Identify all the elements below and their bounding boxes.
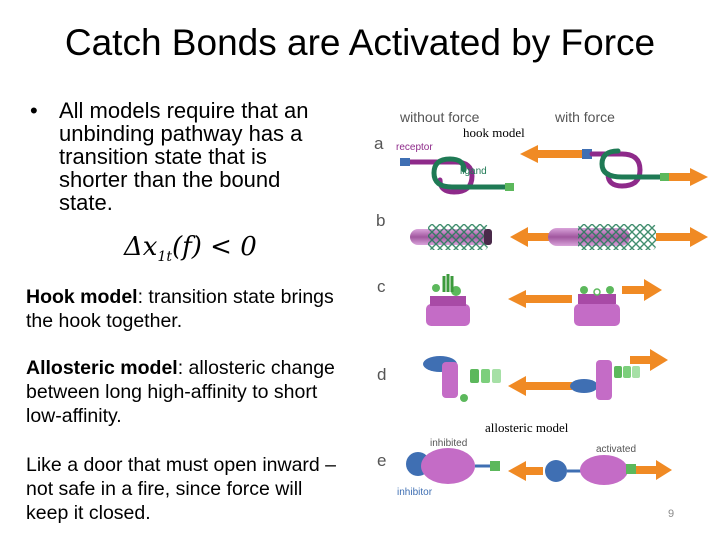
hook-model-label: hook model — [463, 125, 525, 140]
bullet-text: All models require that an unbinding pat… — [59, 98, 309, 215]
receptor-hook — [589, 151, 643, 189]
panel-e-inhibited: inhibited inhibitor — [397, 438, 500, 498]
panel-d-with-force — [508, 349, 668, 400]
force-arrow-left — [508, 376, 572, 396]
receptor-cap — [430, 296, 466, 306]
force-arrow-left — [510, 227, 582, 247]
receptor-body — [580, 455, 628, 485]
panel-label-e: e — [377, 451, 386, 470]
receptor-domain — [481, 369, 490, 383]
panel-b-with-force — [510, 224, 708, 250]
receptor-domain — [614, 366, 622, 378]
binding-site — [460, 394, 468, 402]
binding-site — [606, 286, 614, 294]
panel-e-activated: activated — [508, 444, 672, 485]
receptor-label: receptor — [396, 142, 433, 153]
formula-subscript: 1t — [157, 249, 172, 266]
bullet-point: • All models require that an unbinding p… — [30, 99, 330, 214]
binding-site — [593, 288, 601, 296]
formula: Δx1t(f) < 0 — [124, 232, 257, 265]
force-arrow-right — [636, 460, 672, 480]
force-arrow-right — [630, 349, 668, 371]
force-arrow-right — [622, 279, 662, 301]
force-arrow-right — [656, 227, 708, 247]
force-arrow-left — [520, 145, 582, 163]
panel-label-b: b — [376, 211, 385, 230]
hook-model-paragraph: Hook model: transition state brings the … — [26, 285, 346, 333]
binding-site — [432, 284, 440, 292]
receptor-body — [426, 304, 470, 326]
ligand-anchor — [505, 183, 514, 191]
receptor-domain — [470, 369, 479, 383]
catch-bond-figure: a b c d e without force with force hook … — [374, 109, 708, 498]
ligand-mesh — [578, 224, 656, 250]
receptor-body — [421, 448, 475, 484]
allosteric-model-label: allosteric model — [485, 420, 569, 435]
receptor-stalk — [442, 362, 458, 398]
force-arrow-left — [508, 461, 543, 481]
receptor-domain — [492, 369, 501, 383]
ligand-circle — [545, 460, 567, 482]
activated-label: activated — [596, 444, 636, 455]
page-number: 9 — [668, 508, 675, 520]
panel-label-a: a — [374, 134, 384, 153]
force-arrow-left — [508, 290, 572, 308]
allosteric-model-paragraph: Allosteric model: allosteric change betw… — [26, 356, 346, 428]
panel-a-with-force — [520, 145, 708, 189]
ligand-square — [490, 461, 500, 471]
ligand-mesh — [428, 224, 488, 250]
panel-label-c: c — [377, 277, 386, 296]
receptor-stalk — [596, 360, 612, 400]
receptor-domain — [623, 366, 631, 378]
receptor-anchor — [400, 158, 410, 166]
allosteric-model-text: : allosteric change between long high-af… — [26, 357, 335, 427]
allosteric-model-term: Allosteric model — [26, 357, 178, 379]
receptor-domain — [632, 366, 640, 378]
panel-a-without-force: receptor ligand — [396, 142, 514, 195]
force-arrow-right — [669, 168, 708, 186]
tube-end — [484, 229, 492, 245]
inhibited-label: inhibited — [430, 438, 467, 449]
ligand-square — [626, 464, 636, 474]
hook-model-text: : transition state brings the hook toget… — [26, 286, 334, 332]
ligand-label: ligand — [460, 166, 487, 177]
panel-d-without-force — [423, 356, 501, 402]
formula-rest: (f) < 0 — [172, 232, 257, 262]
ligand-hook — [431, 156, 508, 190]
receptor-cap — [578, 294, 616, 304]
inhibitor-label: inhibitor — [397, 487, 433, 498]
header-without-force: without force — [399, 109, 480, 125]
ligand-strands — [442, 274, 454, 292]
slide-title: Catch Bonds are Activated by Force — [64, 22, 656, 63]
panel-c-without-force — [426, 274, 470, 326]
panel-b-without-force — [410, 224, 492, 250]
panel-c-with-force — [508, 279, 662, 326]
hook-model-term: Hook model — [26, 286, 138, 308]
bullet-marker: • — [30, 98, 38, 123]
receptor-body — [574, 304, 620, 326]
receptor-anchor — [582, 149, 592, 159]
door-analogy-paragraph: Like a door that must open inward – not … — [26, 454, 337, 524]
formula-base: Δx — [124, 232, 158, 262]
panel-label-d: d — [377, 365, 386, 384]
header-with-force: with force — [554, 109, 615, 125]
binding-site — [580, 286, 588, 294]
ligand-domain — [570, 379, 598, 393]
ligand-hook — [599, 148, 663, 180]
ligand-anchor — [660, 173, 669, 181]
